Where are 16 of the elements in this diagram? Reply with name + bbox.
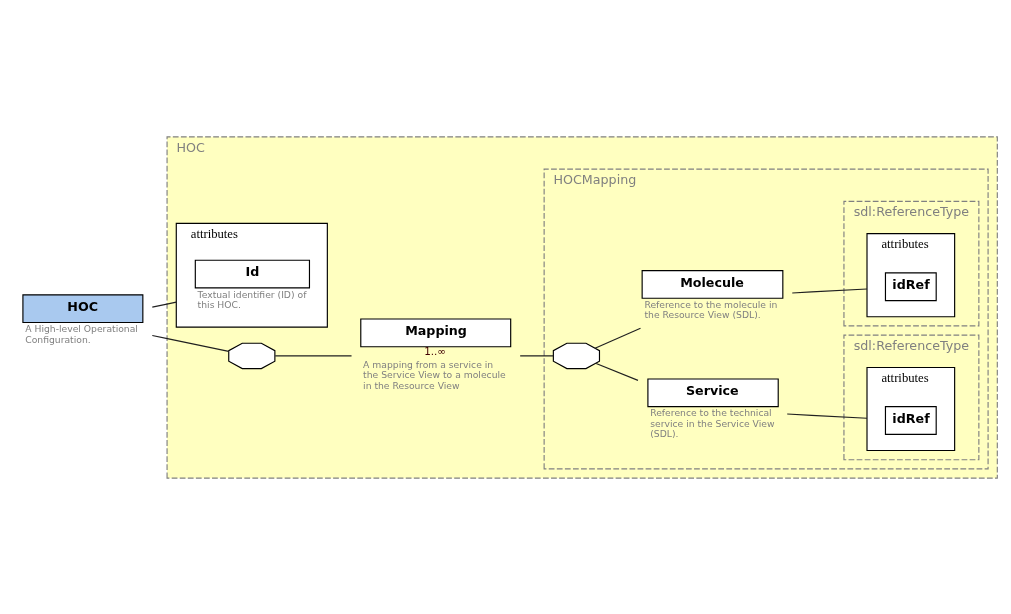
node-label: Textual identifier (ID) of this HOC.: [197, 288, 307, 310]
connector: [786, 412, 868, 419]
node-label: Reference to the molecule in the Resource View (SDL).: [644, 298, 778, 320]
connector: [274, 354, 353, 356]
node-label: 1..∞: [424, 344, 447, 357]
node-label: A High-level Operational Configuration.: [25, 322, 138, 345]
connector: [595, 362, 639, 381]
node-octagon: [552, 342, 601, 369]
connector: [594, 327, 642, 349]
connector: [151, 301, 177, 308]
node-octagon: [228, 342, 276, 369]
node-label: A mapping from a service in the Service View to a molecule in the Resource View: [363, 358, 506, 391]
connector: [791, 287, 868, 294]
node-label: Reference to the technical service in the Service View (SDL).: [650, 406, 775, 439]
connector: [519, 354, 554, 356]
connector: [151, 334, 230, 352]
